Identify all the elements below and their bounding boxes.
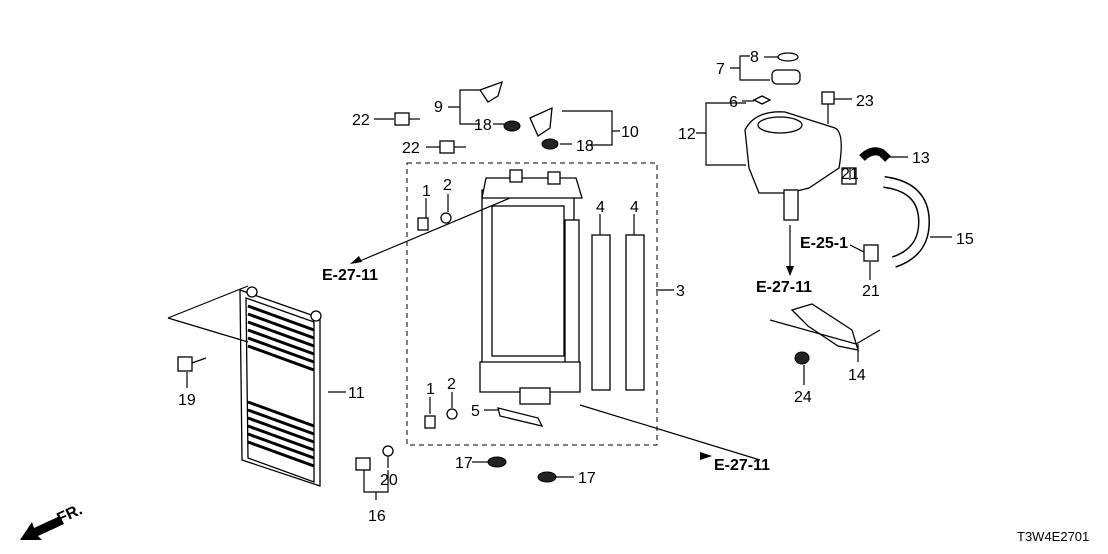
label-12: 12 [678,126,696,143]
ref-e-27-11-left[interactable]: E-27-11 [322,267,378,284]
ref-e-25-1[interactable]: E-25-1 [800,235,848,252]
label-5: 5 [471,403,480,420]
front-arrow-icon [20,516,64,540]
label-11: 11 [348,385,365,402]
clamp-part-21a [841,167,857,185]
label-1: 1 [426,381,435,398]
reservoir-tank [744,111,842,221]
label-2: 2 [447,376,456,393]
bracket-part-9 [479,80,503,103]
bracket-part-10 [529,106,553,137]
fan-shroud [239,286,322,487]
label-21: 21 [862,283,880,300]
label-14: 14 [848,367,866,384]
label-20: 20 [380,472,398,489]
diagram-code: T3W4E2701 [1017,529,1089,544]
label-17: 17 [455,455,473,472]
leader-lines [167,55,952,500]
label-15: 15 [956,231,974,248]
radiator-group-box [406,162,658,446]
part-labels: 22 9 18 22 18 10 8 7 6 23 12 13 1 2 4 4 … [178,49,974,525]
label-13: 13 [912,150,930,167]
label-23: 23 [856,93,874,110]
bolts [177,91,835,471]
o-ring-part-8 [777,52,799,62]
seal-part-4b [625,234,645,391]
label-17: 17 [578,470,596,487]
label-4: 4 [630,199,639,216]
label-24: 24 [794,389,812,406]
label-7: 7 [716,61,725,78]
label-2: 2 [443,177,452,194]
label-19: 19 [178,392,196,409]
label-1: 1 [422,183,431,200]
label-4: 4 [596,199,605,216]
hose-part-13 [859,147,891,162]
label-10: 10 [621,124,639,141]
label-3: 3 [676,283,685,300]
ref-e-27-11-bottom[interactable]: E-27-11 [714,457,770,474]
label-22: 22 [352,112,370,129]
clamp-part-21b [863,244,879,262]
label-8: 8 [750,49,759,66]
front-direction-marker: FR. [20,501,85,540]
part-5 [497,407,544,427]
bracket-part-14 [790,303,859,351]
label-18: 18 [474,117,492,134]
label-6: 6 [729,94,738,111]
part-6 [752,95,772,105]
cap-part-7 [771,69,801,85]
label-21: 21 [841,166,859,183]
label-16: 16 [368,508,386,525]
label-22: 22 [402,140,420,157]
label-9: 9 [434,99,443,116]
label-18: 18 [576,138,594,155]
seal-part-4a [591,234,611,391]
radiator [479,169,583,405]
grommets [382,120,810,483]
front-label: FR. [55,501,86,527]
ref-e-27-11-right[interactable]: E-27-11 [756,279,812,296]
